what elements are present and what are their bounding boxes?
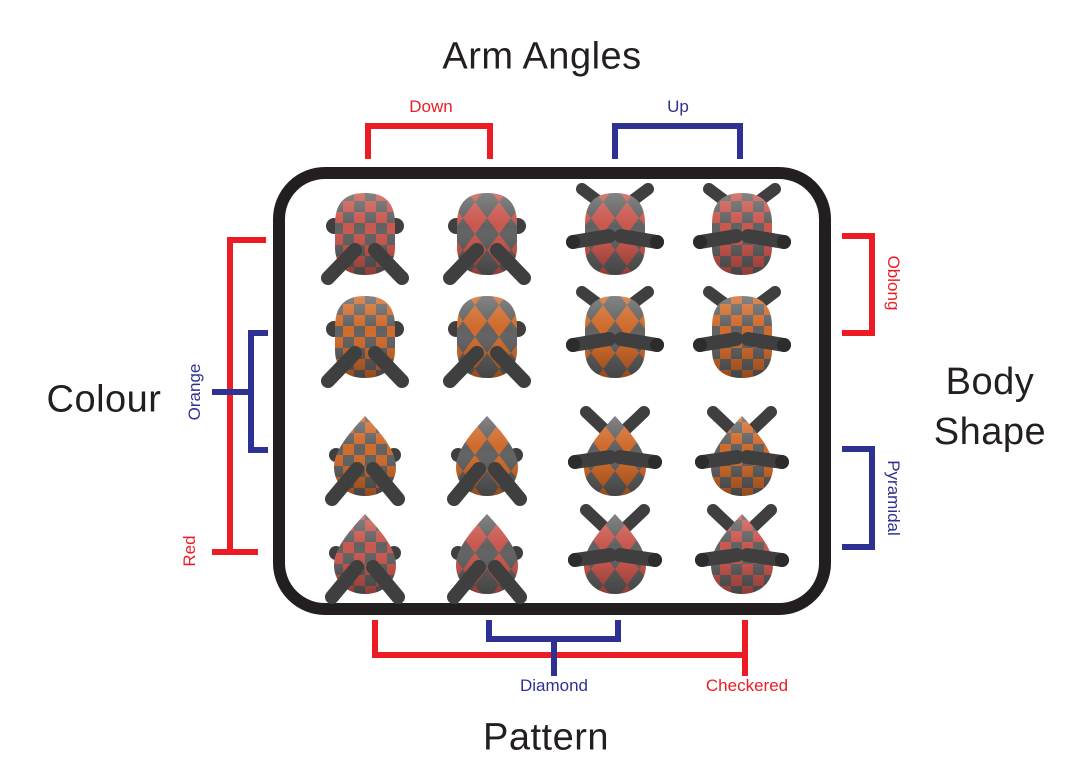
colour-title: Colour — [46, 378, 162, 421]
red-label: Red — [180, 535, 199, 567]
creature-row4-col3 — [568, 504, 662, 594]
pyramidal-label: Pyramidal — [884, 460, 903, 536]
creature-row3-col1 — [325, 416, 405, 506]
creature-row3-col3 — [568, 406, 662, 496]
creature-row4-col4 — [695, 504, 789, 594]
creature-row3-col4 — [695, 406, 789, 496]
body-shape-title: Body Shape — [934, 357, 1046, 457]
creature-row4-col1 — [325, 514, 405, 604]
creature-row2-col2 — [443, 296, 531, 388]
creature-row2-col4 — [693, 286, 791, 378]
body-shape-title-line2: Shape — [933, 411, 1047, 453]
arm-angles-title: Arm Angles — [442, 35, 642, 78]
creature-row2-col1 — [321, 296, 409, 388]
creature-row2-col3 — [566, 286, 664, 378]
checkered-label: Checkered — [705, 676, 789, 695]
body-shape-title-line1: Body — [945, 361, 1035, 403]
creature-row1-col3 — [566, 183, 664, 275]
down-label: Down — [409, 97, 453, 116]
oblong-label: Oblong — [884, 255, 903, 311]
creature-row1-col2 — [443, 193, 531, 285]
creature-row4-col2 — [447, 514, 527, 604]
pattern-title: Pattern — [482, 716, 610, 759]
creature-row3-col2 — [447, 416, 527, 506]
up-label: Up — [667, 97, 689, 116]
creature-row1-col1 — [321, 193, 409, 285]
creature-row1-col4 — [693, 183, 791, 275]
diamond-label: Diamond — [519, 676, 589, 695]
orange-label: Orange — [185, 363, 204, 421]
